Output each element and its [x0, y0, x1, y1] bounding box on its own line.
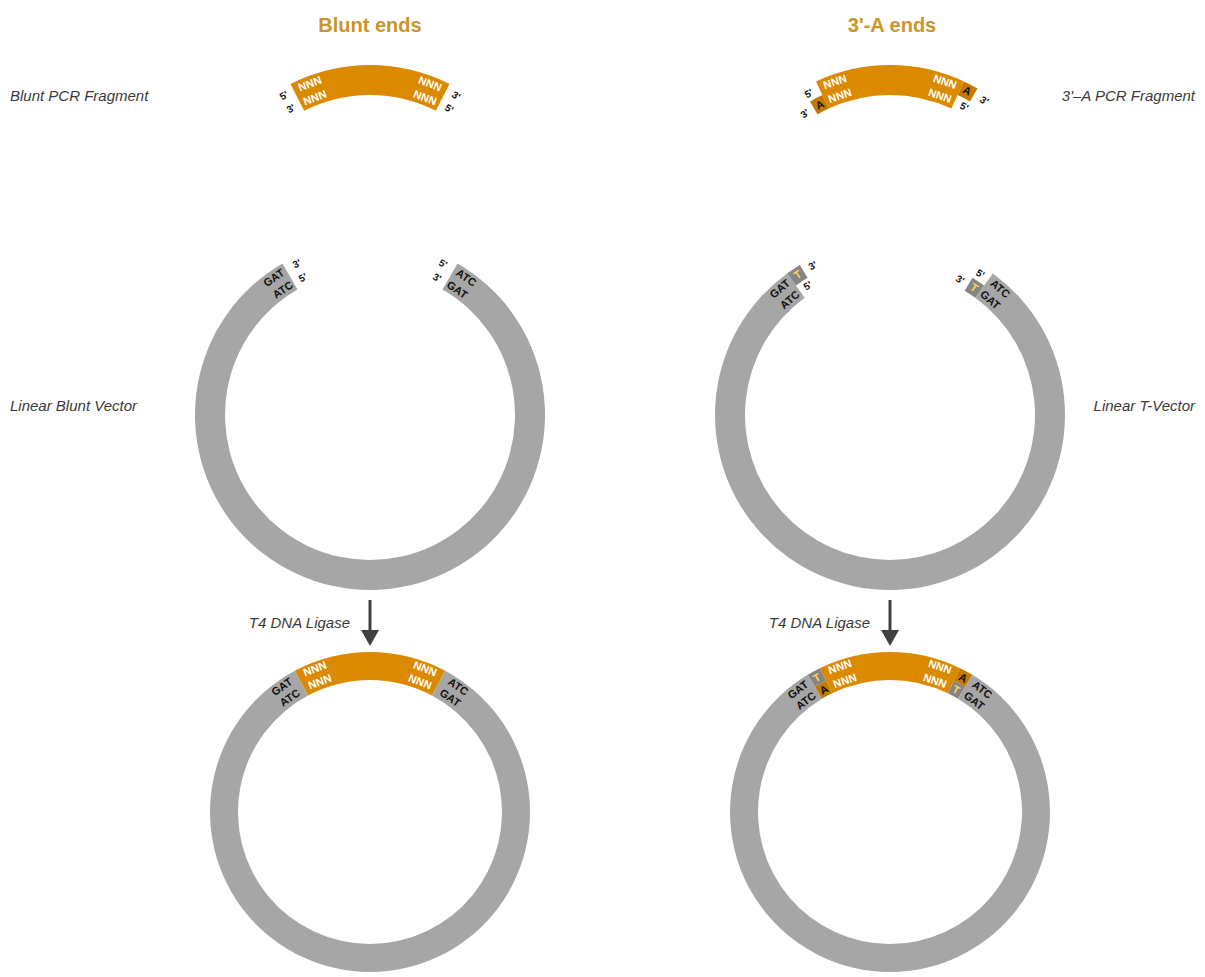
dna-segment	[291, 65, 450, 111]
strand-end: 3'	[799, 107, 811, 120]
strand-end: 3'	[285, 103, 297, 116]
overhang-base: T	[792, 269, 804, 282]
part-label: Linear Blunt Vector	[10, 398, 137, 413]
dna-segment	[295, 652, 445, 695]
base-sequence: A	[814, 98, 826, 111]
arrow-head	[881, 630, 899, 646]
overhang-base: T	[951, 683, 962, 696]
part-label: Linear T-Vector	[1094, 398, 1195, 413]
strand-end: 3'	[955, 273, 967, 286]
strand-end: 3'	[431, 272, 443, 284]
strand-end: 3'	[978, 95, 990, 108]
arrow-head	[361, 630, 379, 646]
dna-segment	[810, 95, 829, 114]
strand-end: 5'	[958, 100, 970, 113]
strand-end: 3'	[807, 260, 819, 273]
base-sequence: NNN	[827, 87, 853, 105]
strand-end: 3'	[450, 90, 462, 103]
strand-end: 5'	[278, 90, 290, 103]
part-label: Blunt PCR Fragment	[10, 88, 148, 103]
dna-segment	[730, 675, 1050, 972]
dna-rings	[195, 65, 1065, 972]
part-label: 3'–A PCR Fragment	[1062, 88, 1195, 103]
dna-segment	[958, 81, 978, 101]
strand-end: 5'	[438, 258, 450, 270]
dna-segment	[210, 671, 530, 972]
part-label: T4 DNA Ligase	[249, 615, 350, 630]
strand-end: 3'	[291, 258, 303, 270]
strand-end: 5'	[803, 87, 815, 100]
strand-end: 5'	[443, 103, 455, 116]
base-sequence: A	[961, 85, 973, 98]
part-label: T4 DNA Ligase	[769, 615, 870, 630]
overhang-base: T	[968, 281, 980, 294]
strand-end: 5'	[297, 272, 309, 284]
overhang-base: T	[811, 671, 822, 684]
dna-segment	[816, 65, 964, 109]
section-heading: 3'-A ends	[848, 15, 936, 35]
ligation-arrow	[889, 600, 892, 632]
ligation-arrow	[369, 600, 372, 632]
dna-segment	[820, 652, 960, 693]
dna-segment	[715, 273, 1065, 590]
base-sequence: A	[818, 683, 830, 696]
base-sequence: A	[957, 671, 969, 684]
strand-end: 5'	[802, 280, 814, 293]
strand-end: 5'	[974, 267, 986, 280]
section-heading: Blunt ends	[318, 15, 421, 35]
dna-segment	[195, 263, 545, 590]
